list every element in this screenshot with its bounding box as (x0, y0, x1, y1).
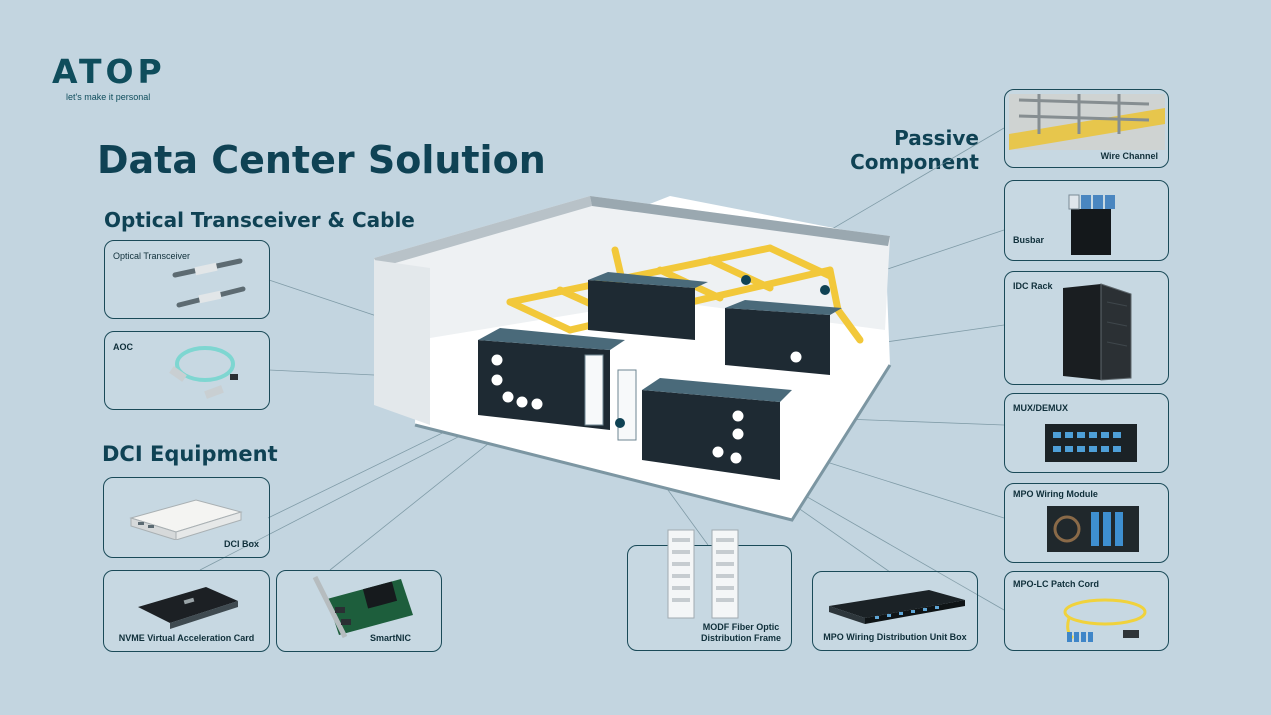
card-label-modf-line1: MODF Fiber Optic (702, 622, 780, 632)
card-busbar[interactable]: Busbar (1004, 180, 1169, 261)
card-label-dci-box: DCI Box (223, 539, 259, 549)
card-nvme[interactable]: NVME Virtual Acceleration Card (103, 570, 270, 652)
card-label-busbar: Busbar (1013, 235, 1045, 245)
card-mpo-lc[interactable]: MPO-LC Patch Cord (1004, 571, 1169, 651)
marker-group-white (491, 351, 802, 464)
wire-channel-icon (1009, 94, 1165, 150)
card-mpo-box[interactable]: MPO Wiring Distribution Unit Box (812, 571, 978, 651)
dci-box-icon (129, 499, 243, 540)
aoc-cable-icon (169, 346, 238, 399)
modf-frame-icon (667, 529, 739, 619)
atop-logo: ATOP (52, 52, 166, 91)
card-label-mux-demux: MUX/DEMUX (1013, 403, 1069, 413)
card-optical-transceiver[interactable]: Optical Transceiver (104, 240, 270, 319)
server-rack-group (478, 272, 842, 480)
card-mpo-module[interactable]: MPO Wiring Module (1004, 483, 1169, 563)
brand-tagline: let's make it personal (66, 92, 151, 102)
mpo-module-icon (1047, 506, 1139, 552)
card-label-wire-channel: Wire Channel (1100, 151, 1158, 161)
section-title-passive: Passive Component (850, 126, 979, 174)
card-label-mpo-module: MPO Wiring Module (1013, 489, 1098, 499)
card-label-mpo-lc: MPO-LC Patch Cord (1013, 579, 1100, 589)
nvme-card-icon (138, 587, 238, 629)
left-wall (374, 260, 430, 425)
section-title-optical: Optical Transceiver & Cable (104, 208, 415, 232)
idc-rack-icon (1063, 283, 1132, 381)
data-center-illustration (374, 196, 892, 522)
page-title: Data Center Solution (97, 138, 546, 182)
card-modf[interactable]: MODF Fiber Optic Distribution Frame (627, 529, 792, 651)
floor-edge (414, 364, 892, 522)
card-label-optical-transceiver: Optical Transceiver (113, 251, 191, 261)
mux-demux-icon (1045, 424, 1137, 462)
card-label-modf-line2: Distribution Frame (700, 633, 781, 643)
card-label-mpo-box: MPO Wiring Distribution Unit Box (823, 632, 967, 642)
card-mux-demux[interactable]: MUX/DEMUX (1004, 393, 1169, 473)
smartnic-icon (312, 575, 413, 639)
card-label-aoc: AOC (113, 342, 133, 352)
card-aoc[interactable]: AOC (104, 331, 270, 410)
card-wire-channel[interactable]: Wire Channel (1004, 89, 1169, 168)
card-idc-rack[interactable]: IDC Rack (1004, 271, 1169, 385)
card-label-nvme: NVME Virtual Acceleration Card (118, 633, 255, 643)
mpo-box-icon (829, 590, 965, 624)
section-title-dci: DCI Equipment (102, 442, 278, 466)
card-label-smartnic: SmartNIC (369, 633, 411, 643)
marker-group-dark (615, 275, 830, 428)
wall-top-edge (374, 196, 592, 268)
card-dci-box[interactable]: DCI Box (103, 477, 270, 558)
busbar-icon (1068, 194, 1115, 255)
transceiver-icon (172, 258, 246, 308)
wall-top-edge-right (590, 196, 890, 246)
section-title-passive-line1: Passive (894, 126, 979, 150)
card-smartnic[interactable]: SmartNIC (276, 570, 442, 652)
mpo-lc-cord-icon (1063, 598, 1147, 642)
section-title-passive-line2: Component (850, 150, 979, 174)
card-label-modf: MODF Fiber Optic Distribution Frame (701, 622, 781, 644)
card-label-idc-rack: IDC Rack (1013, 281, 1053, 291)
